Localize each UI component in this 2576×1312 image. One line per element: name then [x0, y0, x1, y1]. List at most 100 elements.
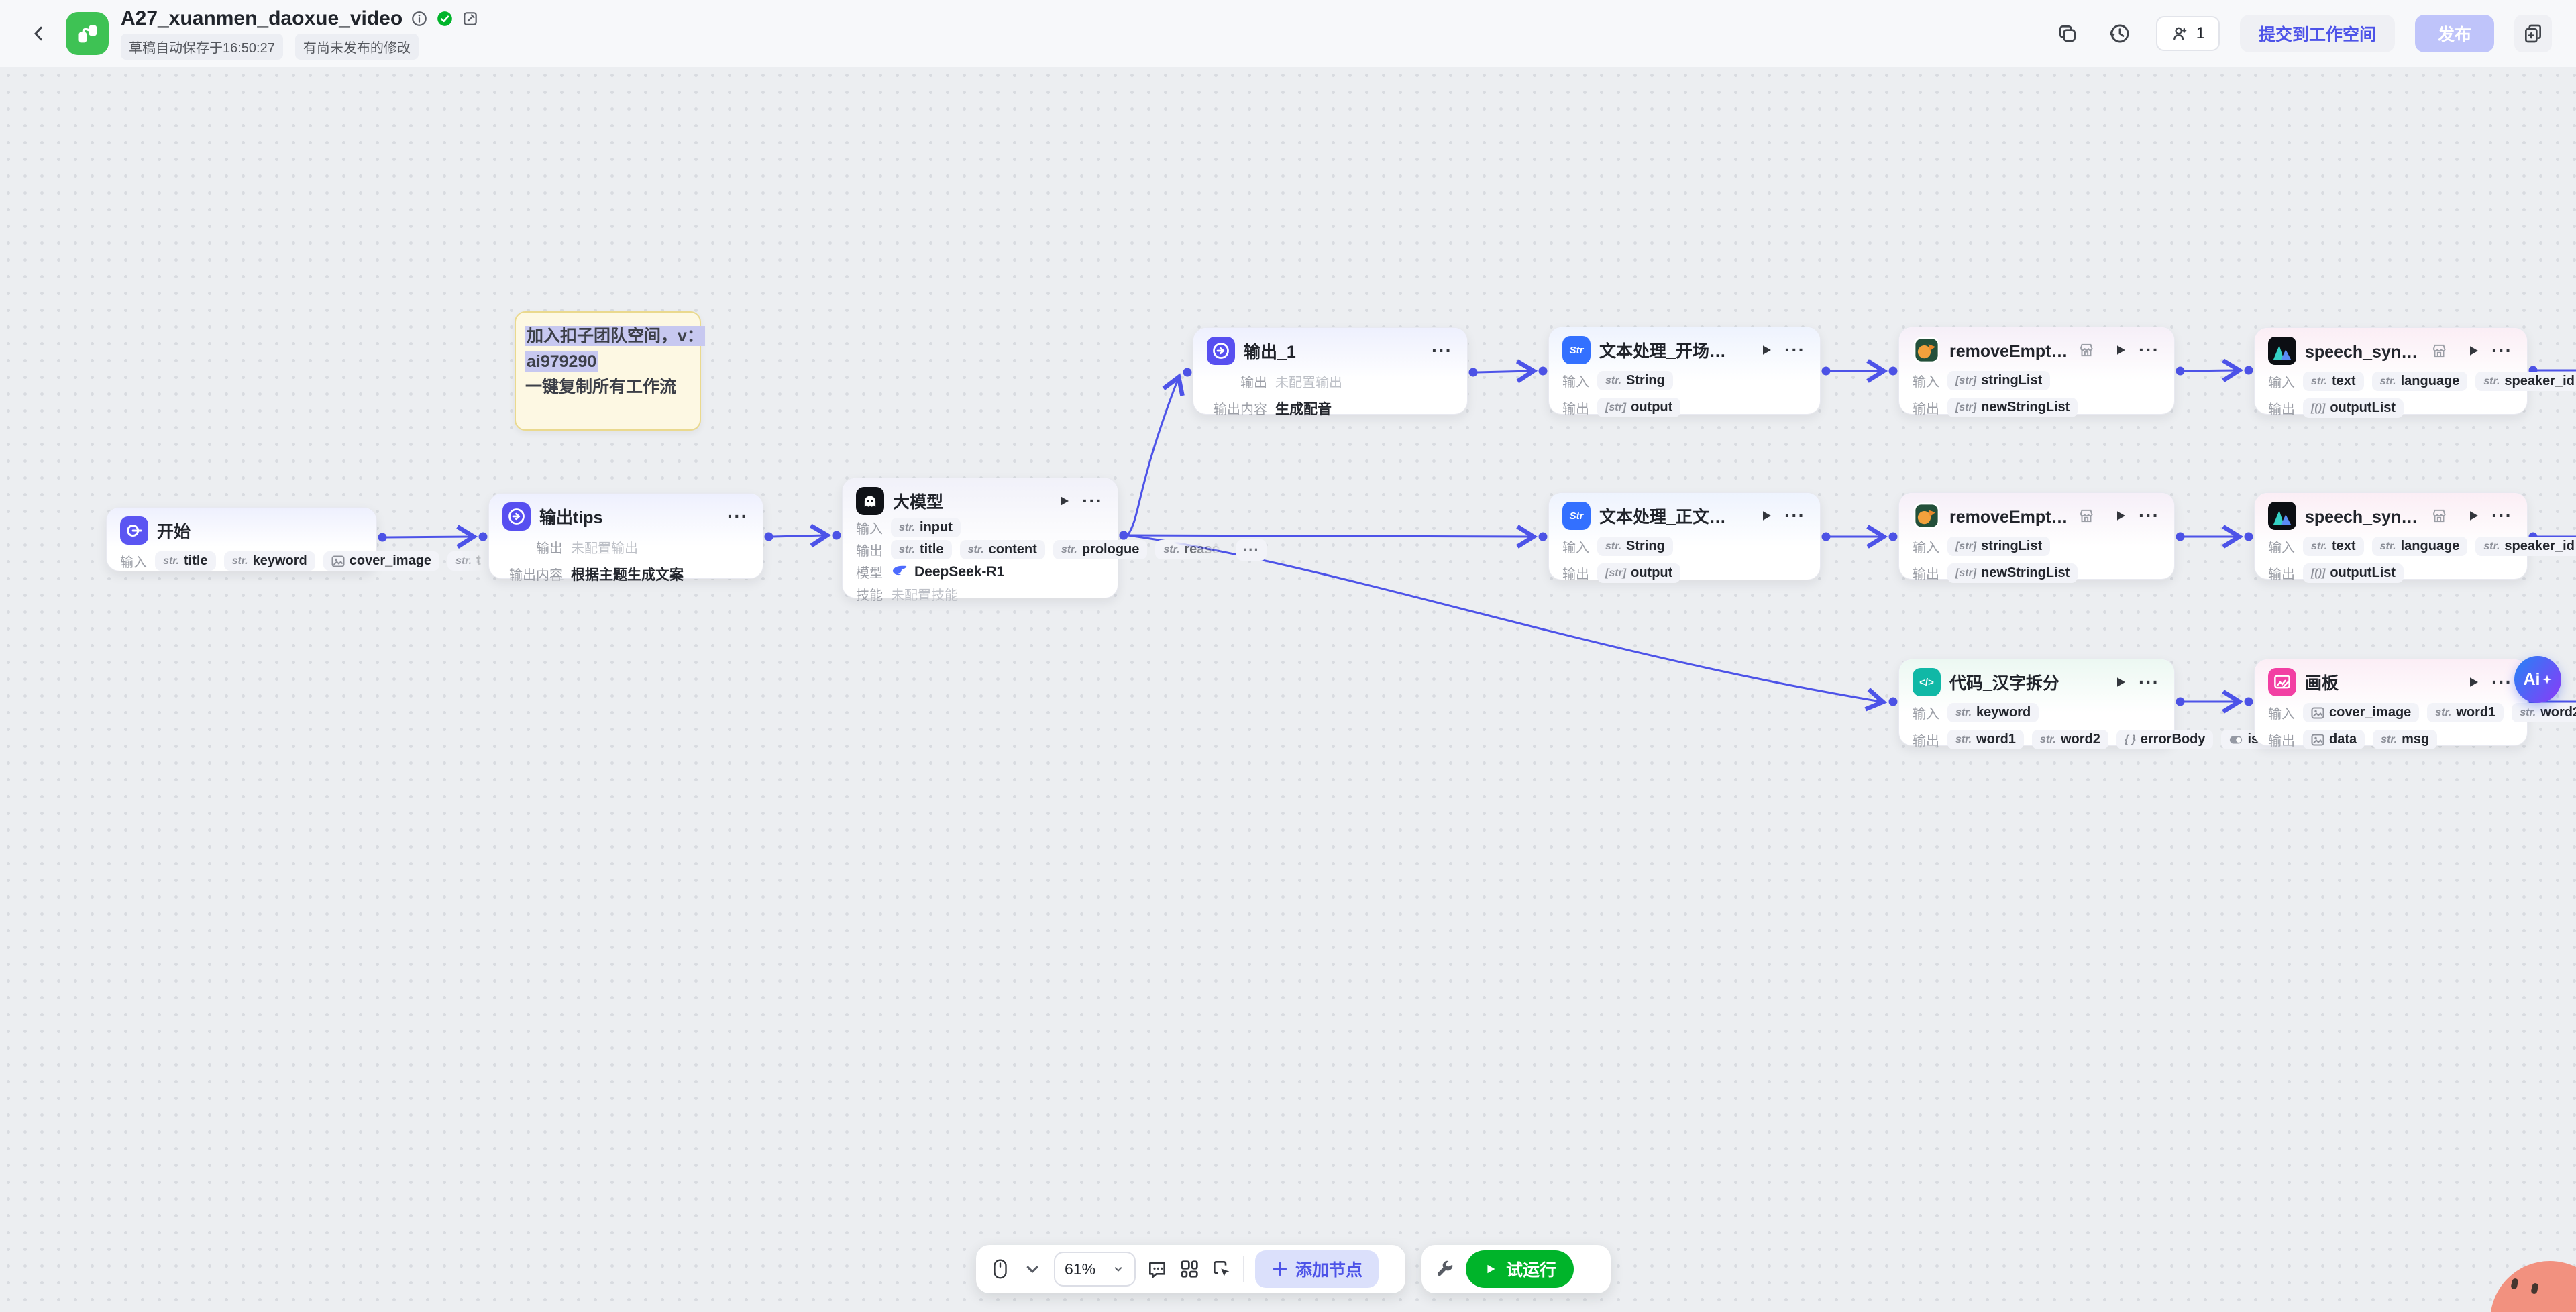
node-menu-button[interactable]: ···	[1082, 490, 1103, 511]
pointer-mode-chevron[interactable]	[1022, 1258, 1043, 1280]
param-pill-newStringList[interactable]: [str]newStringList	[1947, 563, 2078, 583]
param-pill-t[interactable]: str.t	[447, 551, 489, 571]
param-pill-keyword[interactable]: str.keyword	[223, 551, 315, 571]
port-dot[interactable]	[1468, 368, 1478, 377]
node-board[interactable]: 画板 ··· 输入cover_imagestr.word1str.word2输出…	[2254, 659, 2576, 749]
port-dot[interactable]	[1888, 532, 1898, 541]
param-pill-word1[interactable]: str.word1	[2427, 703, 2504, 722]
test-run-button[interactable]: 试运行	[1466, 1250, 1574, 1288]
node-re2[interactable]: removeEmpty_正文字幕 ··· 输入[str]stringList输出…	[1898, 492, 2175, 583]
param-pill-text[interactable]: str.text	[2303, 372, 2364, 391]
param-pill-keyword[interactable]: str.keyword	[1947, 703, 2039, 722]
param-pill-data[interactable]: data	[2303, 730, 2365, 749]
port-dot[interactable]	[1119, 531, 1128, 540]
param-pill-text[interactable]: str.text	[2303, 537, 2364, 556]
port-dot[interactable]	[378, 533, 387, 542]
node-menu-button[interactable]: ···	[1784, 505, 1805, 526]
duplicate-page-button[interactable]	[2514, 15, 2552, 52]
param-pill-reaso[interactable]: str.reaso	[1155, 540, 1228, 559]
back-button[interactable]	[24, 19, 54, 48]
history-button[interactable]	[2104, 17, 2136, 50]
node-menu-button[interactable]: ···	[2491, 340, 2512, 361]
port-dot[interactable]	[1119, 531, 1128, 540]
param-pill-title[interactable]: str.title	[155, 551, 216, 571]
param-pill-cover_image[interactable]: cover_image	[323, 551, 440, 571]
run-node-button[interactable]	[1758, 342, 1774, 358]
node-menu-button[interactable]: ···	[2139, 505, 2159, 526]
param-pill-msg[interactable]: str.msg	[2373, 730, 2438, 749]
port-dot[interactable]	[1538, 532, 1548, 541]
node-ss2[interactable]: speech_synthesis_正文配音 ··· 输入str.textstr.…	[2254, 492, 2576, 583]
port-dot[interactable]	[1183, 368, 1192, 377]
node-menu-button[interactable]: ···	[2491, 671, 2512, 692]
run-node-button[interactable]	[2465, 343, 2481, 359]
node-menu-button[interactable]: ···	[727, 506, 748, 527]
run-node-button[interactable]	[2112, 342, 2129, 358]
run-node-button[interactable]	[2465, 674, 2481, 690]
node-tp1[interactable]: Str 文本处理_开场白字幕 ··· 输入str.String输出[str]ou…	[1548, 327, 1821, 417]
param-pill-word2[interactable]: str.word2	[2031, 730, 2108, 749]
node-menu-button[interactable]: ···	[2139, 339, 2159, 360]
submit-to-workspace-button[interactable]: 提交到工作空间	[2239, 15, 2395, 52]
port-dot[interactable]	[2176, 532, 2185, 541]
param-pill-speaker_id[interactable]: str.speaker_id	[2475, 537, 2576, 556]
port-dot[interactable]	[2244, 366, 2253, 375]
debug-tools-button[interactable]	[1434, 1258, 1455, 1280]
port-dot[interactable]	[832, 531, 841, 540]
run-node-button[interactable]	[2465, 508, 2481, 524]
port-dot[interactable]	[2176, 366, 2185, 376]
param-pill-String[interactable]: str.String	[1597, 537, 1673, 556]
node-menu-button[interactable]: ···	[1784, 339, 1805, 360]
param-pill-output[interactable]: [str]output	[1597, 563, 1681, 583]
pointer-mode-button[interactable]	[989, 1258, 1011, 1280]
param-pill-title[interactable]: str.title	[891, 540, 952, 559]
param-pill-word1[interactable]: str.word1	[1947, 730, 2024, 749]
edit-icon[interactable]	[462, 10, 479, 28]
port-dot[interactable]	[1821, 366, 1831, 376]
run-node-button[interactable]	[1056, 493, 1072, 509]
port-dot[interactable]	[2244, 697, 2253, 706]
run-node-button[interactable]	[2112, 508, 2129, 524]
node-out1[interactable]: 输出_1 ··· 输出未配置输出输出内容生成配音	[1193, 327, 1468, 417]
port-dot[interactable]	[1821, 532, 1831, 541]
port-dot[interactable]	[2244, 532, 2253, 541]
zoom-select[interactable]: 61%	[1054, 1252, 1136, 1287]
comment-button[interactable]	[1146, 1258, 1168, 1280]
param-pill-errorBody[interactable]: { }errorBody	[2116, 730, 2214, 749]
port-dot[interactable]	[1888, 697, 1898, 706]
node-menu-button[interactable]: ···	[2491, 505, 2512, 526]
port-dot[interactable]	[764, 532, 773, 541]
param-pill-outputList[interactable]: [()]outputList	[2303, 563, 2404, 583]
node-menu-button[interactable]: ···	[2139, 671, 2159, 692]
info-icon[interactable]	[411, 10, 428, 28]
add-node-button[interactable]: 添加节点	[1255, 1250, 1379, 1288]
model-value[interactable]: DeepSeek-R1	[891, 561, 1004, 582]
param-pill-prologue[interactable]: str.prologue	[1053, 540, 1148, 559]
param-pill-language[interactable]: str.language	[2371, 372, 2468, 391]
param-pill-String[interactable]: str.String	[1597, 371, 1673, 390]
port-dot[interactable]	[1538, 366, 1548, 376]
port-dot[interactable]	[478, 532, 488, 541]
select-export-button[interactable]	[1211, 1258, 1232, 1280]
node-menu-button[interactable]: ···	[1432, 340, 1452, 361]
copy-link-button[interactable]	[2051, 17, 2084, 50]
node-re1[interactable]: removeEmpty_开场白 ··· 输入[str]stringList输出[…	[1898, 327, 2175, 417]
layout-button[interactable]	[1179, 1258, 1200, 1280]
port-dot[interactable]	[2176, 697, 2185, 706]
param-pill-stringList[interactable]: [str]stringList	[1947, 371, 2051, 390]
more-params-pill[interactable]: ···	[1236, 539, 1267, 561]
param-pill-newStringList[interactable]: [str]newStringList	[1947, 398, 2078, 417]
param-pill-outputList[interactable]: [()]outputList	[2303, 398, 2404, 418]
node-tips[interactable]: 输出tips ··· 输出未配置输出输出内容根据主题生成文案	[488, 493, 763, 583]
param-pill-input[interactable]: str.input	[891, 518, 961, 537]
port-dot[interactable]	[1119, 531, 1128, 540]
param-pill-stringList[interactable]: [str]stringList	[1947, 537, 2051, 556]
run-node-button[interactable]	[2112, 674, 2129, 690]
param-pill-word2[interactable]: str.word2	[2512, 703, 2576, 722]
port-dot[interactable]	[1888, 366, 1898, 376]
